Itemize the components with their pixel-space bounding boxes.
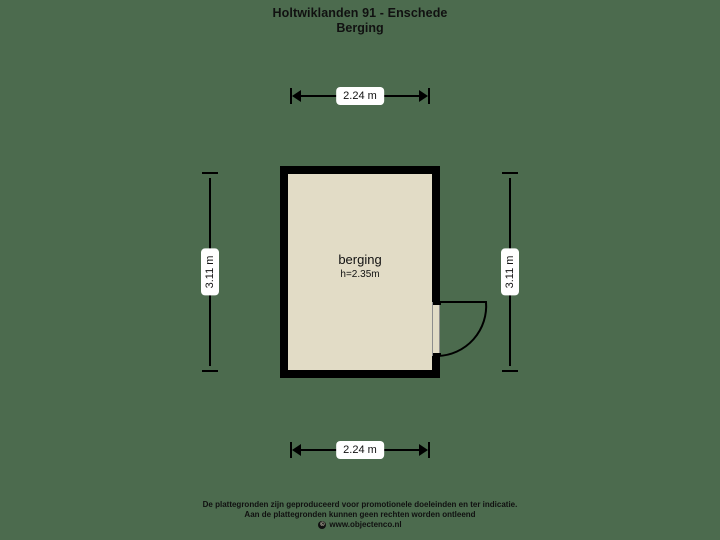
footer-line-2: Aan de plattegronden kunnen geen rechten…: [244, 509, 476, 519]
dimension-right: 3.11 m: [500, 172, 520, 372]
dimension-tick-bottom: [502, 370, 518, 372]
footer-website: www.objectenco.nl: [329, 520, 402, 529]
footer-line-1: De plattegronden zijn geproduceerd voor …: [202, 500, 518, 509]
dimension-label-bottom: 2.24 m: [336, 441, 384, 459]
door-jamb-bottom: [433, 353, 441, 356]
footer-copyright: © www.objectenco.nl: [0, 519, 720, 530]
dimension-tick-bottom: [202, 370, 218, 372]
dimension-label-top: 2.24 m: [336, 87, 384, 105]
copyright-icon: ©: [318, 520, 327, 529]
dimension-tick-right: [428, 88, 430, 104]
door-swing-arc-icon: [436, 301, 488, 357]
dimension-tick-left: [290, 442, 292, 458]
arrow-right-icon: [419, 444, 428, 456]
arrow-left-icon: [292, 90, 301, 102]
dimension-tick-left: [290, 88, 292, 104]
dimension-top: 2.24 m: [290, 86, 430, 106]
dimension-left: 3.11 m: [200, 172, 220, 372]
footer-disclaimer: De plattegronden zijn geproduceerd voor …: [0, 500, 720, 530]
arrow-right-icon: [419, 90, 428, 102]
arrow-left-icon: [292, 444, 301, 456]
dimension-tick-top: [202, 172, 218, 174]
door-opening: [432, 302, 441, 356]
dimension-tick-top: [502, 172, 518, 174]
dimension-label-left: 3.11 m: [201, 248, 219, 296]
room-floor-area: [288, 174, 432, 370]
page-subtitle: Berging: [336, 21, 384, 35]
dimension-bottom: 2.24 m: [290, 440, 430, 460]
dimension-tick-right: [428, 442, 430, 458]
title-block: Holtwiklanden 91 - Enschede Berging: [0, 6, 720, 36]
dimension-label-right: 3.11 m: [501, 248, 519, 296]
door-jamb-top: [433, 302, 441, 305]
page-title: Holtwiklanden 91 - Enschede: [272, 6, 448, 20]
